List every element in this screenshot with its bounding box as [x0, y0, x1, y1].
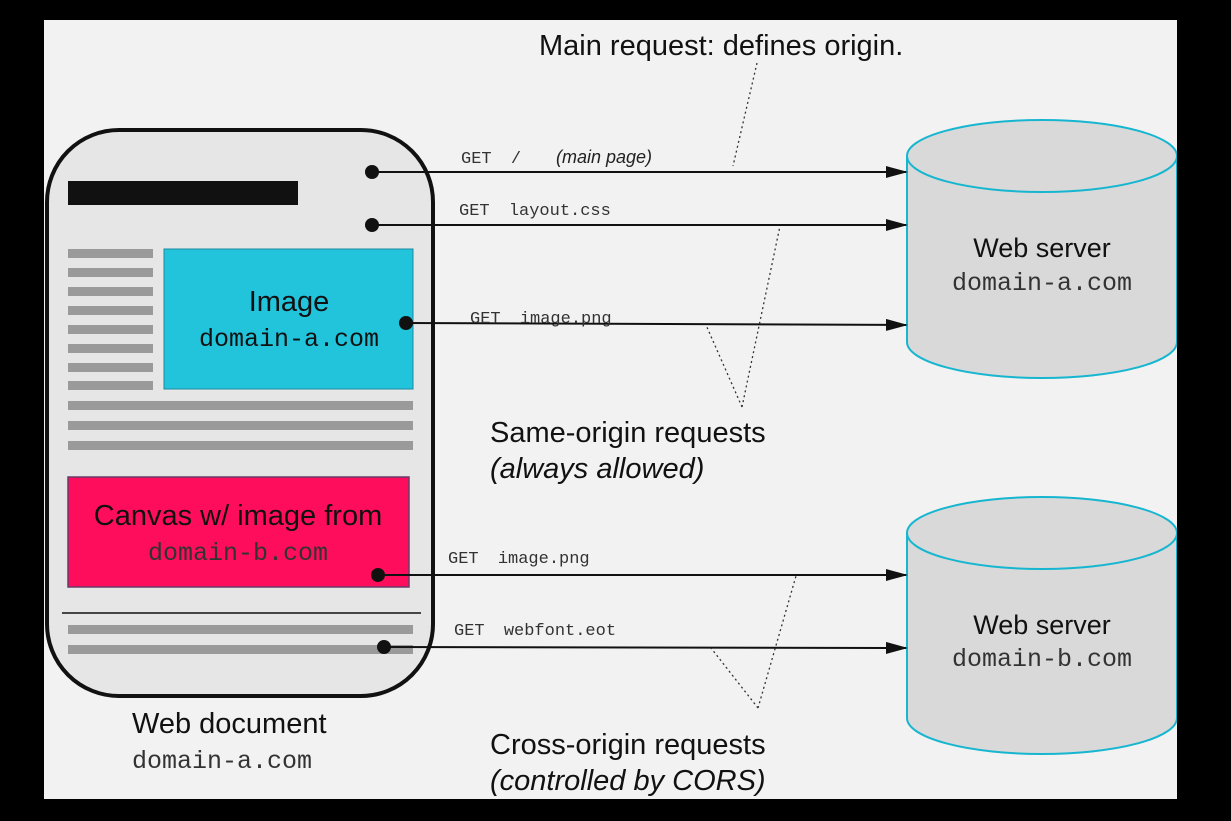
request-labels: GET / (main page) GET layout.css GET ima… — [448, 147, 652, 641]
server-b-label: Web server — [973, 610, 1111, 640]
text-line — [68, 306, 153, 315]
text-line — [68, 344, 153, 353]
cross-origin-subtitle: (controlled by CORS) — [490, 765, 766, 797]
canvas-box-domain: domain-b.com — [148, 539, 328, 568]
cors-diagram: Image domain-a.com Canvas w/ image from … — [45, 30, 1177, 797]
request-path: image.png — [498, 550, 590, 569]
request-path: layout.css — [509, 202, 611, 221]
web-document-frame — [45, 128, 435, 698]
image-box-domain: domain-a.com — [199, 325, 379, 354]
text-line — [68, 421, 413, 430]
request-path: image.png — [520, 310, 612, 329]
server-b-domain: domain-b.com — [952, 645, 1132, 674]
image-box — [163, 248, 414, 390]
text-line — [68, 268, 153, 277]
request-label-main-page: GET / — [461, 150, 521, 169]
server-b-cylinder — [906, 533, 1177, 755]
text-line — [68, 645, 413, 654]
text-line — [68, 249, 153, 258]
text-line — [68, 363, 153, 372]
server-a-cylinder — [906, 156, 1177, 379]
same-origin-subtitle: (always allowed) — [490, 453, 704, 485]
server-a-domain: domain-a.com — [952, 269, 1132, 298]
leader-cross-origin-font — [710, 647, 759, 709]
request-dot — [377, 640, 391, 654]
request-path: / — [511, 150, 521, 169]
server-b-top — [906, 496, 1177, 570]
request-dot — [365, 165, 379, 179]
leader-cross-origin-image — [757, 575, 797, 709]
leader-same-origin-css — [741, 225, 781, 408]
annotation-leaders — [705, 62, 797, 709]
main-request-annotation: Main request: defines origin. — [539, 30, 903, 62]
leader-same-origin-image — [705, 324, 743, 408]
text-line — [68, 287, 153, 296]
request-method: GET — [459, 202, 490, 221]
document-title-bar — [68, 181, 298, 205]
canvas-box — [67, 476, 410, 588]
text-line — [68, 325, 153, 334]
request-label-layout-css: GET layout.css — [459, 202, 611, 221]
server-b: Web server domain-b.com — [906, 496, 1177, 755]
request-label-image-a: GET image.png — [470, 310, 612, 329]
text-line — [68, 381, 153, 390]
server-a: Web server domain-a.com — [906, 119, 1177, 379]
request-arrows — [372, 166, 908, 654]
request-method: GET — [454, 622, 485, 641]
request-dot — [371, 568, 385, 582]
request-note-main-page: (main page) — [556, 147, 652, 167]
web-document: Image domain-a.com Canvas w/ image from … — [45, 128, 435, 776]
request-origin-dots — [365, 165, 413, 654]
web-document-domain: domain-a.com — [132, 747, 312, 776]
text-line — [68, 441, 413, 450]
request-dot — [399, 316, 413, 330]
same-origin-title: Same-origin requests — [490, 417, 766, 449]
server-a-top — [906, 119, 1177, 193]
leader-main-request — [732, 62, 758, 167]
web-document-label: Web document — [132, 708, 327, 740]
server-a-label: Web server — [973, 233, 1111, 263]
cross-origin-title: Cross-origin requests — [490, 729, 766, 761]
request-path: webfont.eot — [504, 622, 616, 641]
request-label-image-b: GET image.png — [448, 550, 590, 569]
request-method: GET — [448, 550, 479, 569]
diagram-canvas: Image domain-a.com Canvas w/ image from … — [44, 20, 1177, 799]
text-line — [68, 401, 413, 410]
request-dot — [365, 218, 379, 232]
canvas-box-title: Canvas w/ image from — [94, 500, 383, 532]
text-line — [68, 625, 413, 634]
request-arrow-webfont — [383, 641, 908, 654]
request-label-webfont: GET webfont.eot — [454, 622, 616, 641]
image-box-title: Image — [249, 286, 330, 318]
request-arrow-image-a — [405, 318, 908, 331]
request-method: GET — [461, 150, 492, 169]
request-method: GET — [470, 310, 501, 329]
document-text-lines — [68, 249, 413, 654]
